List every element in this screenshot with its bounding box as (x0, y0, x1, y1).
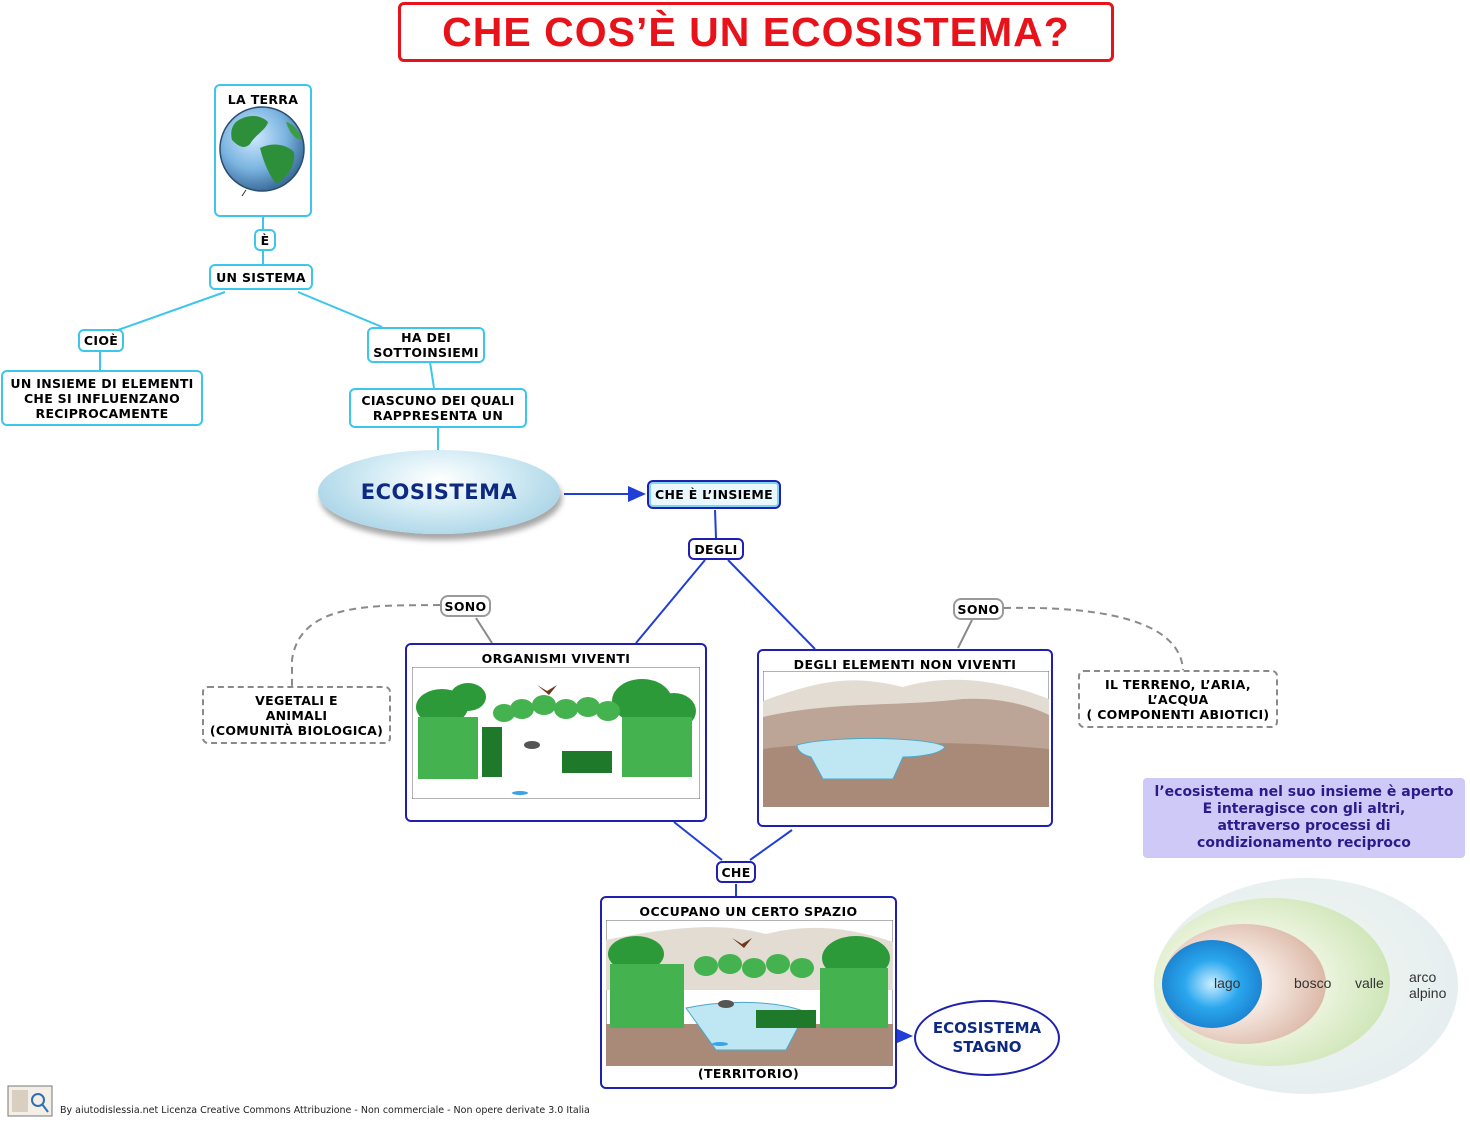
insieme-line-3: RECIPROCAMENTE (35, 405, 169, 421)
footer-license: By aiutodislessia.net Licenza Creative C… (60, 1105, 590, 1116)
venn-valle: valle (1355, 975, 1384, 991)
territorio-panel: OCCUPANO UN CERTO SPAZIO (TERRITORIO) (600, 896, 897, 1089)
note-line-2: E interagisce con gli altri, (1202, 801, 1406, 817)
vegetali-line-3: (COMUNITÀ BIOLOGICA) (209, 722, 384, 738)
insieme-line-2: CHE SI INFLUENZANO (23, 390, 181, 406)
nested-ecosystems-diagram (1154, 878, 1458, 1094)
venn-arco-line-1: arco (1409, 969, 1437, 985)
la-terra-label: LA TERRA (227, 92, 299, 107)
ciascuno-node: CIASCUNO DEI QUALI RAPPRESENTA UN (349, 388, 527, 428)
globe-icon (219, 106, 305, 197)
degli-connector: DEGLI (688, 538, 744, 560)
venn-arco-alpino: arco alpino (1409, 969, 1446, 1001)
note-line-3: attraverso processi di (1217, 818, 1391, 834)
organismi-title: ORGANISMI VIVENTI (481, 651, 631, 666)
ecosistema-node: ECOSISTEMA (318, 450, 560, 534)
ciascuno-line-2: RAPPRESENTA UN (372, 408, 504, 423)
page-title: CHE COS’È UN ECOSISTEMA? (398, 2, 1114, 62)
note-line-1: l’ecosistema nel suo insieme è aperto (1154, 784, 1454, 800)
vegetali-line-1: VEGETALI E (255, 692, 338, 708)
pond-illustration (606, 920, 893, 1066)
occupano-title: OCCUPANO UN CERTO SPAZIO (639, 904, 858, 919)
landscape-illustration (763, 671, 1049, 807)
ha-dei-line-2: SOTTOINSIEMI (373, 345, 479, 360)
venn-arco-line-2: alpino (1409, 985, 1447, 1001)
ha-dei-line-1: HA DEI (401, 330, 451, 345)
ecosystem-note: l’ecosistema nel suo insieme è aperto E … (1143, 778, 1465, 858)
sono-left-connector: SONO (440, 595, 491, 617)
terreno-line-1: IL TERRENO, L’ARIA, (1105, 676, 1251, 692)
insieme-line-1: UN INSIEME DI ELEMENTI (10, 375, 194, 391)
non-viventi-title: DEGLI ELEMENTI NON VIVENTI (793, 657, 1017, 672)
e-connector: È (254, 229, 276, 251)
insieme-elementi-node: UN INSIEME DI ELEMENTI CHE SI INFLUENZAN… (1, 370, 203, 426)
venn-bosco: bosco (1294, 975, 1332, 991)
che-e-insieme-node: CHE È L’INSIEME (647, 480, 781, 509)
territorio-label: (TERRITORIO) (697, 1066, 800, 1081)
terreno-node: IL TERRENO, L’ARIA, L’ACQUA ( COMPONENTI… (1078, 670, 1278, 728)
terreno-line-3: ( COMPONENTI ABIOTICI) (1086, 706, 1270, 722)
stagno-line-1: ECOSISTEMA (932, 1019, 1042, 1037)
ha-dei-node: HA DEI SOTTOINSIEMI (367, 327, 485, 363)
ecosistema-stagno-node: ECOSISTEMA STAGNO (914, 1000, 1060, 1076)
note-line-4: condizionamento reciproco (1197, 835, 1411, 851)
stagno-line-2: STAGNO (952, 1038, 1022, 1056)
che-connector: CHE (716, 861, 756, 883)
cioe-connector: CIOÈ (78, 329, 124, 352)
vegetali-node: VEGETALI E ANIMALI (COMUNITÀ BIOLOGICA) (202, 686, 391, 744)
un-sistema-node: UN SISTEMA (209, 264, 313, 290)
organismi-viventi-panel: ORGANISMI VIVENTI (405, 643, 707, 822)
logo-icon (7, 1085, 53, 1117)
ciascuno-line-1: CIASCUNO DEI QUALI (361, 393, 515, 408)
terreno-line-2: L’ACQUA (1147, 691, 1209, 707)
non-viventi-panel: DEGLI ELEMENTI NON VIVENTI (757, 649, 1053, 827)
sono-right-connector: SONO (953, 598, 1004, 620)
forest-illustration (412, 667, 700, 799)
vegetali-line-2: ANIMALI (265, 707, 328, 723)
venn-lago: lago (1214, 975, 1241, 991)
